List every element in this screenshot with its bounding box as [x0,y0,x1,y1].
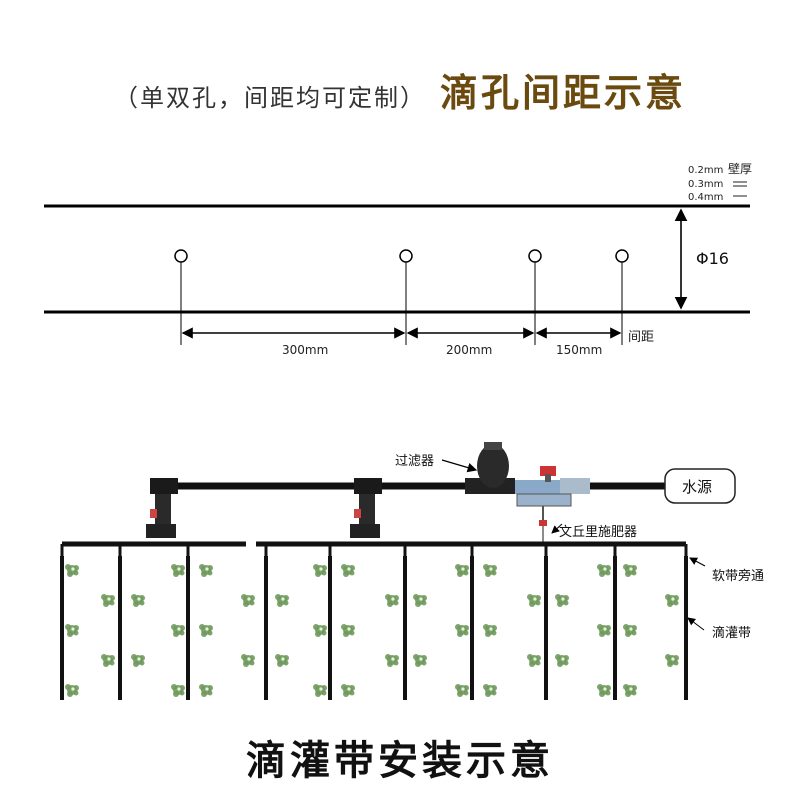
filter-label: 过滤器 [395,454,434,469]
drip-tape-label: 滴灌带 [712,625,751,641]
page-title: 滴孔间距示意 [439,71,686,115]
spacing-value: 200mm [446,343,492,357]
footer-title: 滴灌带安装示意 [246,738,554,784]
plant [101,654,115,667]
plant [199,684,213,697]
install-diagram: 水源 过滤器 [60,442,764,700]
plant [171,564,185,577]
plant [555,594,569,607]
venturi-label: 文丘里施肥器 [559,525,637,540]
plant [665,594,679,607]
plant [665,654,679,667]
plant [623,564,637,577]
plant [199,624,213,637]
plant [241,654,255,667]
plant [623,624,637,637]
plant [527,594,541,607]
wall-option-2: 0.3mm [688,179,723,190]
plant [313,624,327,637]
plant [413,654,427,667]
water-source-label: 水源 [682,478,712,496]
plant [101,594,115,607]
page-subtitle: （单双孔，间距均可定制） [113,84,426,112]
diameter-label: Φ16 [696,249,729,268]
plant [65,624,79,637]
lateral-connector-label: 软带旁通 [712,568,764,584]
plant [527,654,541,667]
plant [241,594,255,607]
plant [313,684,327,697]
spacing-label: 间距 [628,330,654,345]
plant [131,594,145,607]
header: （单双孔，间距均可定制） 滴孔间距示意 [0,62,800,117]
plant [341,624,355,637]
venturi-assembly [515,466,590,544]
plant [623,684,637,697]
plant [131,654,145,667]
plant [275,654,289,667]
drip-tape-rows [60,544,688,700]
plant [483,684,497,697]
drip-hole [399,249,413,345]
plant [199,564,213,577]
plant [341,564,355,577]
plant [597,564,611,577]
plant [65,684,79,697]
drip-hole [528,249,542,345]
wall-thickness-label: 壁厚 [728,161,752,176]
plant [483,564,497,577]
plant [171,684,185,697]
plant [483,624,497,637]
wall-option-3: 0.4mm [688,192,723,203]
plant [455,564,469,577]
spacing-diagram: 壁厚 0.2mm 0.3mm 0.4mm Φ16 [44,161,752,357]
plant [455,684,469,697]
spacing-value: 300mm [282,343,328,357]
plant [65,564,79,577]
plant-field [65,564,679,697]
plant [597,624,611,637]
plant [385,594,399,607]
wall-option-1: 0.2mm [688,165,723,176]
plant [413,594,427,607]
drip-hole [615,249,629,345]
filter-unit [465,442,515,494]
plant [275,594,289,607]
drip-hole [174,249,188,345]
plant [455,624,469,637]
tee-connector [350,478,382,538]
spacing-value: 150mm [556,343,602,357]
plant [313,564,327,577]
plant [555,654,569,667]
plant [597,684,611,697]
plant [341,684,355,697]
water-source-box [664,468,736,504]
plant [385,654,399,667]
tee-connector [146,478,178,538]
plant [171,624,185,637]
